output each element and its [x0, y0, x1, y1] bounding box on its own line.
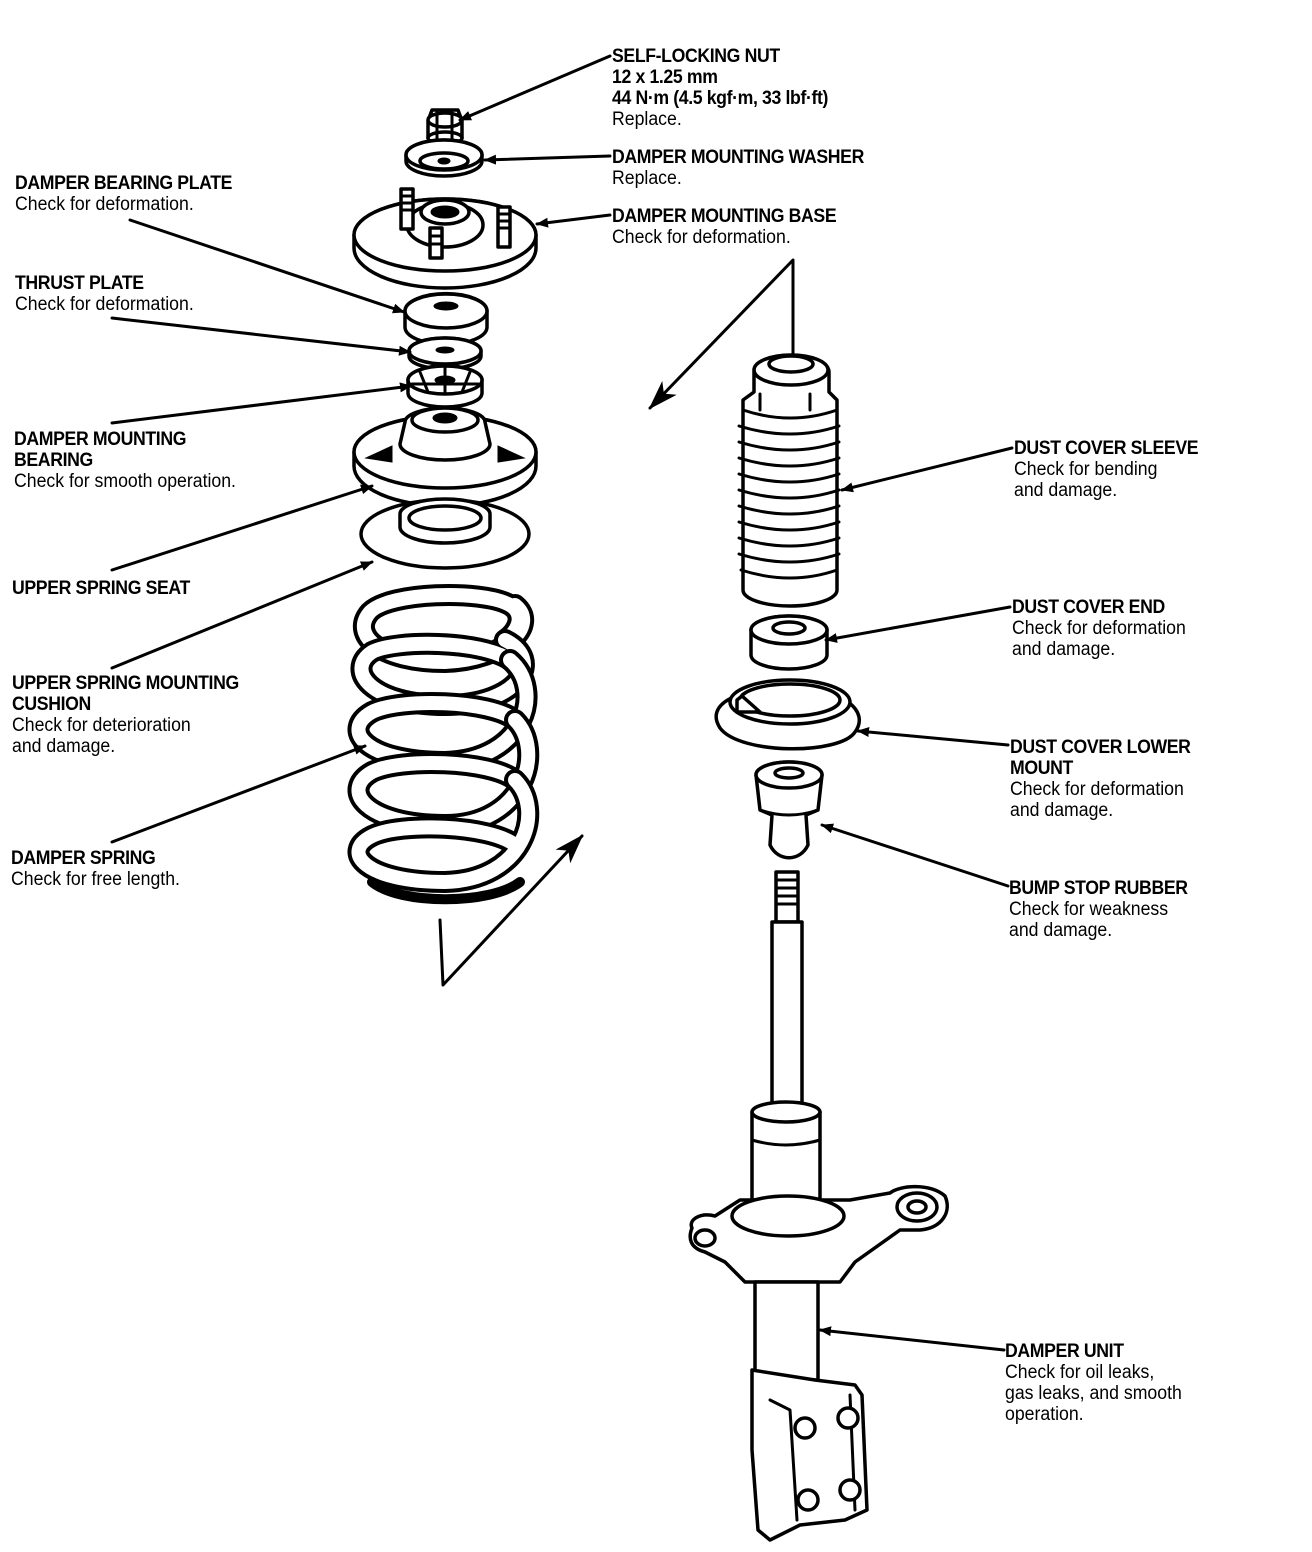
label-damper-unit: DAMPER UNIT Check for oil leaks, gas lea…	[1005, 1341, 1182, 1425]
dust-cover-lower-mount	[714, 678, 862, 751]
assembly-arrow-left	[438, 834, 584, 987]
label-note-line2: and damage.	[1012, 639, 1116, 660]
label-title: UPPER SPRING MOUNTING	[12, 673, 239, 694]
label-note: Check for deterioration	[12, 715, 191, 736]
label-title-line2: MOUNT	[1010, 758, 1073, 779]
label-damper-bearing-plate: DAMPER BEARING PLATE Check for deformati…	[15, 173, 232, 215]
label-note-line2: and damage.	[1010, 800, 1114, 821]
label-title: DAMPER MOUNTING WASHER	[612, 147, 864, 168]
damper-spring	[347, 584, 540, 905]
label-note: Check for weakness	[1009, 899, 1169, 920]
label-damper-mounting-washer: DAMPER MOUNTING WASHER Replace.	[612, 147, 864, 189]
damper-unit	[688, 870, 949, 1542]
label-spec-torque: 44 N·m (4.5 kgf·m, 33 lbf·ft)	[612, 88, 829, 109]
label-note-line2: gas leaks, and smooth	[1005, 1383, 1182, 1404]
label-note-line2: and damage.	[12, 736, 116, 757]
label-title: DAMPER SPRING	[11, 848, 156, 869]
leader-lines	[110, 54, 1014, 1352]
damper-bearing-plate	[403, 291, 489, 347]
label-title: DAMPER BEARING PLATE	[15, 173, 233, 194]
label-note: Check for deformation.	[612, 227, 791, 248]
label-title: DAMPER MOUNTING	[14, 429, 187, 450]
label-thrust-plate: THRUST PLATE Check for deformation.	[15, 273, 194, 315]
label-title: THRUST PLATE	[15, 273, 144, 294]
label-note: Check for deformation	[1012, 618, 1186, 639]
damper-mounting-washer	[404, 138, 484, 178]
upper-spring-seat	[352, 406, 538, 508]
damper-mounting-bearing	[406, 364, 484, 409]
label-damper-spring: DAMPER SPRING Check for free length.	[11, 848, 180, 890]
assembly-arrow-right	[648, 258, 795, 410]
label-note-line3: operation.	[1005, 1404, 1084, 1425]
label-damper-mounting-base: DAMPER MOUNTING BASE Check for deformati…	[612, 206, 837, 248]
label-note: Check for free length.	[11, 869, 180, 890]
label-note: Check for deformation.	[15, 294, 194, 315]
label-note: Replace.	[612, 168, 682, 189]
label-damper-mounting-bearing: DAMPER MOUNTING BEARING Check for smooth…	[14, 429, 236, 492]
label-title: DUST COVER SLEEVE	[1014, 438, 1199, 459]
damper-mounting-base	[352, 187, 538, 290]
label-title: SELF-LOCKING NUT	[612, 46, 780, 67]
dust-cover-end	[749, 614, 829, 671]
label-upper-spring-seat: UPPER SPRING SEAT	[12, 578, 190, 599]
label-title: DUST COVER END	[1012, 597, 1165, 618]
label-note: Check for smooth operation.	[14, 471, 236, 492]
label-note-line2: and damage.	[1009, 920, 1113, 941]
label-note: Replace.	[612, 109, 682, 130]
self-locking-nut	[426, 108, 464, 146]
label-note: Check for deformation.	[15, 194, 194, 215]
label-dust-cover-end: DUST COVER END Check for deformation and…	[1012, 597, 1186, 660]
label-title: DAMPER UNIT	[1005, 1341, 1124, 1362]
label-note: Check for bending	[1014, 459, 1158, 480]
label-dust-cover-lower-mount: DUST COVER LOWER MOUNT Check for deforma…	[1010, 737, 1191, 821]
thrust-plate	[407, 336, 483, 371]
dust-cover-sleeve	[737, 353, 841, 608]
label-title-line2: BEARING	[14, 450, 93, 471]
label-bump-stop-rubber: BUMP STOP RUBBER Check for weakness and …	[1009, 878, 1188, 941]
label-self-locking-nut: SELF-LOCKING NUT 12 x 1.25 mm 44 N·m (4.…	[612, 46, 828, 130]
label-upper-spring-mounting-cushion: UPPER SPRING MOUNTING CUSHION Check for …	[12, 673, 239, 757]
label-dust-cover-sleeve: DUST COVER SLEEVE Check for bending and …	[1014, 438, 1199, 501]
label-title: DUST COVER LOWER	[1010, 737, 1191, 758]
bump-stop-rubber	[754, 760, 824, 860]
label-note: Check for deformation	[1010, 779, 1184, 800]
upper-spring-mounting-cushion	[359, 497, 531, 570]
label-spec-size: 12 x 1.25 mm	[612, 67, 718, 88]
label-note: Check for oil leaks,	[1005, 1362, 1155, 1383]
label-title: DAMPER MOUNTING BASE	[612, 206, 837, 227]
label-title-line2: CUSHION	[12, 694, 91, 715]
label-title: BUMP STOP RUBBER	[1009, 878, 1188, 899]
label-note-line2: and damage.	[1014, 480, 1118, 501]
label-title: UPPER SPRING SEAT	[12, 578, 190, 599]
